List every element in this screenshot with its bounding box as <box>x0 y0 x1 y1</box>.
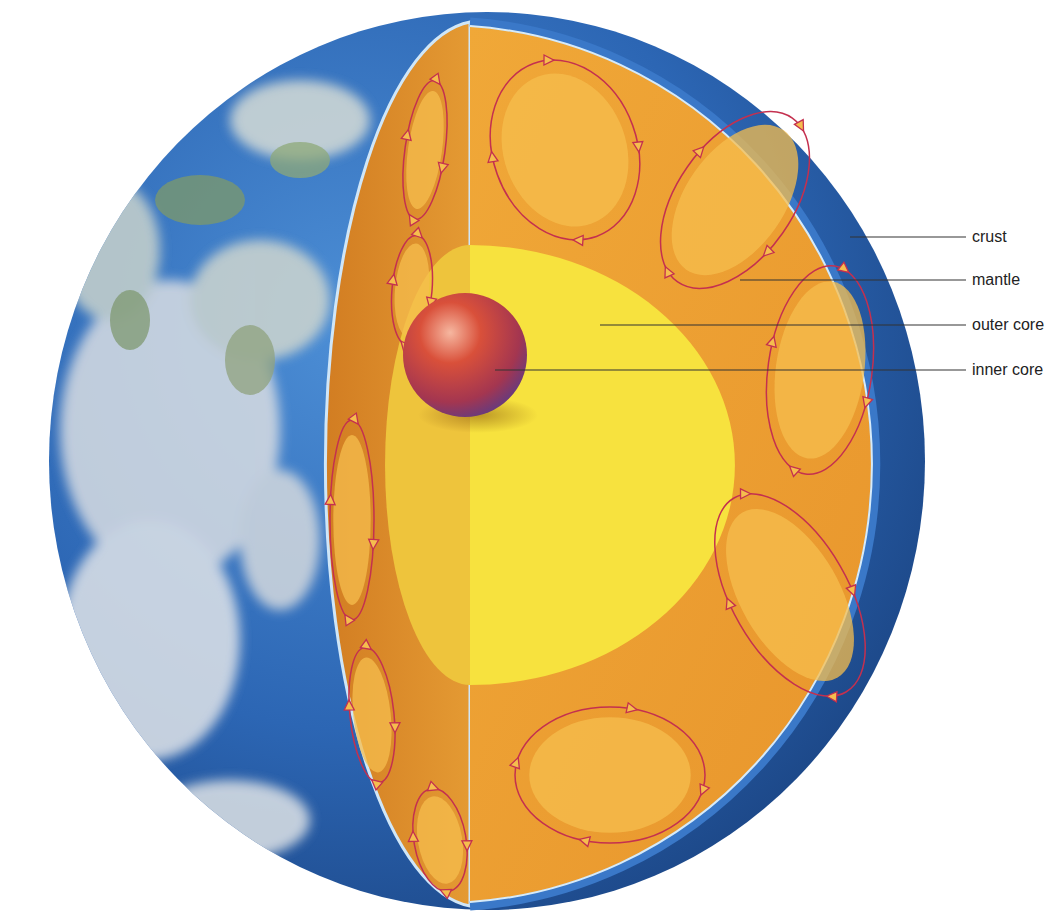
cell-fill <box>646 102 824 298</box>
flow-arrowhead <box>411 227 423 238</box>
flow-arrowhead <box>660 267 675 281</box>
flow-arrowhead <box>390 722 401 733</box>
flow-arrowhead <box>846 583 860 597</box>
flow-arrowhead <box>360 639 372 650</box>
convection-cell <box>510 703 709 847</box>
convection-cell <box>399 776 481 903</box>
crust-rim <box>470 22 876 906</box>
part-label: crust <box>972 227 1007 247</box>
flow-arrowhead <box>325 494 335 504</box>
convection-cells <box>325 33 901 903</box>
cell-loop <box>630 85 840 315</box>
cell-fill <box>347 656 396 775</box>
crust-rim-inner <box>470 26 872 902</box>
flow-arrowhead <box>861 397 872 409</box>
flow-arrowhead <box>429 72 441 84</box>
flow-arrowhead <box>692 143 706 157</box>
cell-loop <box>395 78 454 222</box>
flow-arrowhead <box>633 139 646 153</box>
part-label: inner core <box>972 360 1043 380</box>
cell-loop <box>684 469 896 721</box>
flow-arrowhead <box>827 691 841 705</box>
convection-cell <box>389 69 460 229</box>
flow-arrowhead <box>794 117 808 131</box>
flow-arrowhead <box>838 261 850 272</box>
outer-core-right <box>470 245 735 685</box>
convection-cell <box>337 637 407 792</box>
cell-fill <box>411 793 470 888</box>
cell-fill <box>333 435 370 605</box>
flow-arrowhead <box>510 758 519 769</box>
flow-arrowhead <box>343 699 354 710</box>
flow-arrowhead <box>408 215 420 227</box>
flow-arrowhead <box>387 274 398 285</box>
flow-arrowhead <box>700 784 709 795</box>
flow-arrowhead <box>369 539 379 549</box>
flow-arrowhead <box>573 235 587 247</box>
cell-fill <box>700 488 881 702</box>
flow-arrowhead <box>485 151 498 165</box>
convection-cell <box>460 33 669 266</box>
flow-arrowhead <box>426 780 439 791</box>
cut-face-right <box>470 22 876 906</box>
flow-arrowhead <box>372 779 384 791</box>
cell-loop <box>515 707 705 843</box>
cell-loop <box>330 420 374 620</box>
leader-line <box>740 279 966 280</box>
flow-arrowhead <box>722 596 736 610</box>
inner-core <box>403 293 527 417</box>
surface-texture <box>60 80 370 860</box>
flow-arrowhead <box>462 839 474 851</box>
flow-arrowhead <box>345 615 355 626</box>
flow-arrowhead <box>579 837 590 847</box>
flow-arrowhead <box>788 466 800 477</box>
cell-loop <box>343 645 401 785</box>
convection-cell <box>624 78 846 321</box>
cut-face-left <box>325 22 470 906</box>
cell-loop <box>405 784 474 895</box>
cell-fill <box>529 717 691 833</box>
flow-arrowhead <box>440 888 453 900</box>
part-label: mantle <box>972 270 1020 290</box>
flow-arrowhead <box>348 413 358 424</box>
cell-fill <box>400 89 450 212</box>
leader-line <box>850 236 966 237</box>
flow-arrowhead <box>736 486 750 500</box>
flow-arrowhead <box>407 831 419 843</box>
convection-cell <box>678 463 902 726</box>
leader-line <box>495 369 966 370</box>
flow-arrowhead <box>766 336 777 348</box>
flow-arrowhead <box>437 162 448 174</box>
flow-arrowhead <box>626 703 637 713</box>
globe <box>49 12 925 910</box>
part-label: outer core <box>972 315 1044 335</box>
flow-arrowhead <box>541 52 555 65</box>
cell-loop <box>466 39 664 261</box>
flow-arrowhead <box>761 245 775 259</box>
flow-arrowhead <box>401 129 412 141</box>
leader-line <box>600 324 966 325</box>
leader-lines <box>495 237 966 370</box>
convection-cell <box>325 413 379 626</box>
